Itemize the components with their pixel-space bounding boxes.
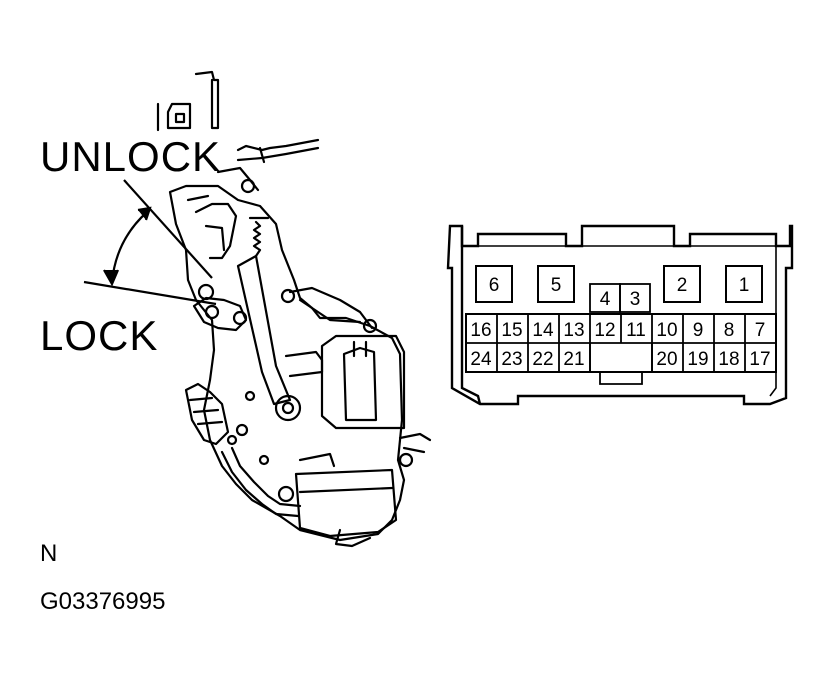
- connector-housing: [446, 224, 794, 406]
- pin-label: 9: [693, 320, 704, 341]
- unlock-label: UNLOCK: [40, 133, 222, 180]
- pin-label: 11: [626, 320, 646, 341]
- pin-label: 22: [532, 349, 553, 370]
- pin-label: 4: [600, 289, 611, 310]
- pin-label: 2: [677, 275, 688, 296]
- pin-label: 23: [501, 349, 522, 370]
- pin-label: 12: [594, 320, 615, 341]
- pin-label: 3: [630, 289, 641, 310]
- pin-label: 20: [656, 349, 677, 370]
- pin-label: 7: [755, 320, 766, 341]
- pin-label: 6: [489, 275, 500, 296]
- lock-unlock-indicator: [83, 179, 217, 306]
- pin-label: 8: [724, 320, 735, 341]
- pin-label: 21: [563, 349, 584, 370]
- pin-label: 13: [563, 320, 584, 341]
- pin-label: 10: [656, 320, 677, 341]
- view-label: N: [40, 540, 58, 567]
- pin-label: 19: [687, 349, 708, 370]
- lock-label: LOCK: [40, 312, 159, 359]
- pin-label: 24: [470, 349, 492, 370]
- pin-label: 1: [739, 275, 750, 296]
- figure-id: G03376995: [40, 588, 166, 615]
- pin-label: 17: [749, 349, 770, 370]
- pin-label: 14: [532, 320, 554, 341]
- pin-label: 18: [718, 349, 739, 370]
- pin-label: 16: [470, 320, 491, 341]
- pin-label: 15: [501, 320, 522, 341]
- pin-label: 5: [551, 275, 562, 296]
